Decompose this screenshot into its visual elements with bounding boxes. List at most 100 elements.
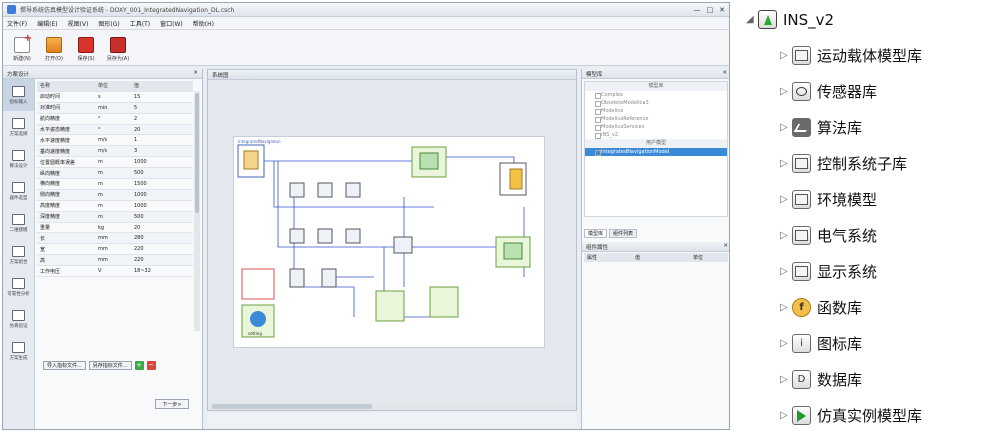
collapsed-arrow-icon[interactable]: ▷ [780,338,788,349]
sensor-block[interactable] [289,182,305,198]
table-row[interactable]: 水平姿态精度°20 [37,124,193,136]
collapsed-arrow-icon[interactable]: ▷ [780,410,788,421]
new-button[interactable]: 新建(N) [9,33,35,62]
menu-file[interactable]: 文件(F) [7,20,28,28]
tab-scheme-select[interactable]: 方案选择 [3,111,34,143]
diagram-scrollbar[interactable] [208,403,576,410]
collapsed-arrow-icon[interactable]: ▷ [780,302,788,313]
library-item[interactable]: Modelica [585,107,727,115]
tree-item[interactable]: ▷电气系统 [780,225,877,246]
param-value[interactable]: 500 [134,213,144,220]
library-item[interactable]: INS_v2 [585,131,727,139]
param-value[interactable]: 3 [134,148,138,155]
tree-item[interactable]: ▷传感器库 [780,81,877,102]
collapsed-arrow-icon[interactable]: ▷ [780,158,788,169]
open-button[interactable]: 打开(O) [41,37,67,62]
tree-root[interactable]: ◢ INS_v2 [746,10,834,29]
sensor-block[interactable] [289,228,305,244]
save-as-button[interactable]: 另存为(A) [105,37,131,62]
param-value[interactable]: 1000 [134,191,147,198]
tree-item[interactable]: ▷控制系统子库 [780,153,907,174]
sensor-block[interactable] [317,182,333,198]
menu-window[interactable]: 窗口(W) [160,20,183,28]
export-index-button[interactable]: 另存指标文件... [88,361,132,370]
algorithm-block[interactable] [375,290,405,322]
fault-block[interactable] [241,268,275,300]
param-value[interactable]: 5 [134,104,138,111]
menu-help[interactable]: 帮助(H) [192,20,214,28]
collapsed-arrow-icon[interactable]: ▷ [780,86,788,97]
mux-block[interactable] [393,236,413,254]
collapsed-arrow-icon[interactable]: ▷ [780,50,788,61]
table-row[interactable]: 航向精度°2 [37,114,193,125]
algorithm-block[interactable] [429,286,459,318]
collapsed-arrow-icon[interactable]: ▷ [780,374,788,385]
collapsed-arrow-icon[interactable]: ▷ [780,122,788,133]
tab-simulation[interactable]: 仿真验证 [3,303,34,335]
collapsed-arrow-icon[interactable]: ▷ [780,230,788,241]
tab-device-select[interactable]: 器件选型 [3,175,34,207]
import-index-button[interactable]: 导入指标文件... [43,361,86,370]
next-step-button[interactable]: 下一步> [155,399,189,409]
tree-item[interactable]: ▷仿真实例模型库 [780,405,922,426]
user-model-item[interactable]: IntegratedNavigationModel [585,148,727,156]
menu-tools[interactable]: 工具(T) [129,20,151,28]
tree-item[interactable]: ▷运动载体模型库 [780,45,922,66]
param-value[interactable]: 2 [134,115,138,122]
save-button[interactable]: 保存(S) [73,37,99,62]
collapsed-arrow-icon[interactable]: ▷ [780,194,788,205]
sensor-block[interactable] [345,228,361,244]
library-item[interactable]: ModelicaReference [585,115,727,123]
param-value[interactable]: 500 [134,170,144,177]
param-value[interactable]: 1 [134,137,138,144]
tab-2d-modeling[interactable]: 二维建模 [3,207,34,239]
sensor-block[interactable] [345,182,361,198]
tab-index-input[interactable]: 指标输入 [3,79,34,111]
remove-row-icon[interactable]: − [146,361,156,370]
library-item[interactable]: ModelicaServices [585,123,727,131]
minimize-icon[interactable]: — [693,5,701,14]
panel-close-icon[interactable]: ✕ [723,243,728,249]
diagram-canvas[interactable]: IntegratedNavigation [233,136,545,348]
mux-block[interactable] [321,268,337,288]
tab-algorithm-design[interactable]: 算法设计 [3,143,34,175]
maximize-icon[interactable]: □ [706,5,714,14]
param-value[interactable]: 18~32 [134,268,151,275]
menu-view[interactable]: 视图(V) [67,20,89,28]
collapsed-arrow-icon[interactable]: ▷ [780,266,788,277]
param-value[interactable]: 15 [134,93,141,100]
tab-component-list[interactable]: 组件列表 [609,229,638,238]
tab-reliability[interactable]: 可靠性分析 [3,271,34,303]
library-item[interactable]: Complex [585,91,727,99]
panel-close-icon[interactable]: ✕ [722,70,727,76]
tree-item[interactable]: ▷算法库 [780,117,862,138]
param-value[interactable]: 20 [134,224,141,231]
tab-model-library[interactable]: 模型库 [584,229,608,238]
close-icon[interactable]: ✕ [719,5,725,14]
param-value[interactable]: 1000 [134,202,147,209]
param-value[interactable]: 1500 [134,180,147,187]
param-value[interactable]: 20 [134,126,141,133]
param-value[interactable]: 280 [134,235,144,242]
tree-item[interactable]: ▷显示系统 [780,261,877,282]
param-value[interactable]: 220 [134,257,144,264]
param-value[interactable]: 1000 [134,159,147,166]
tab-scheme-generate[interactable]: 方案生成 [3,335,34,367]
library-item[interactable]: ObsoleteModelica3 [585,99,727,107]
